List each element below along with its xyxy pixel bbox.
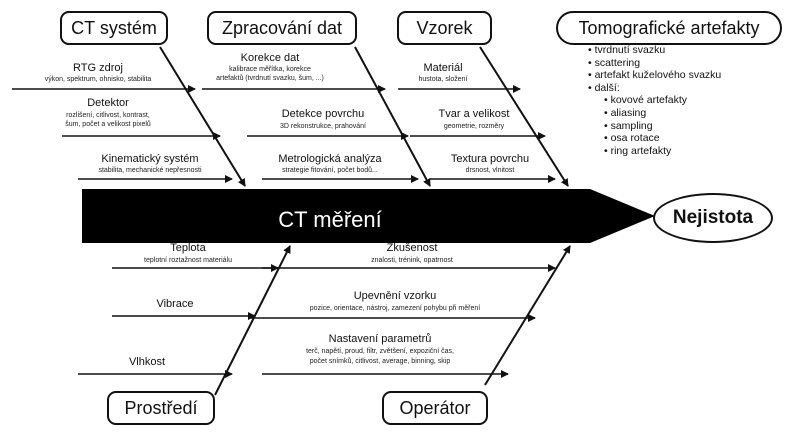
cause-title: Kinematický systém	[101, 153, 199, 165]
cause-title: RTG zdroj	[73, 62, 123, 74]
cause-detail: drsnost, vlnitost	[465, 167, 515, 174]
list-subitem: • aliasing	[604, 106, 647, 119]
artifacts-list: • tvrdnutí svazku • scattering • artefak…	[588, 44, 721, 157]
cause-title: Detekce povrchu	[281, 108, 365, 120]
cause-detail: rozlišení, citlivost, kontrast,	[66, 112, 150, 119]
cause-detail: 3D rekonstrukce, prahování	[280, 123, 366, 130]
list-item: • scattering	[588, 56, 641, 69]
cause-detail: počet snímků, citlivost, average, binnin…	[309, 358, 451, 365]
cause-detail: strategie fitování, počet bodů...	[282, 167, 378, 174]
effect-uncertainty: Nejistota	[653, 193, 773, 243]
branch-line-ct-system	[159, 46, 246, 187]
cause-detail: teplotní roztažnost materiálu	[144, 257, 232, 264]
cause-title: Nastavení parametrů	[328, 333, 432, 345]
cause-title: Teplota	[170, 242, 206, 254]
cause-detail: pozice, orientace, nástroj, zamezení poh…	[309, 305, 481, 312]
branch-line-sample	[479, 46, 569, 187]
cause-title: Metrologická analýza	[278, 153, 382, 165]
cause-detail: hustota, složení	[418, 76, 468, 83]
category-artifacts: Tomografické artefakty	[556, 11, 782, 45]
cause-detail: stabilita, mechanické nepřesnosti	[98, 167, 202, 174]
list-subitem: • osa rotace	[604, 132, 660, 145]
cause-title: Zkušenost	[386, 242, 438, 254]
category-data-processing: Zpracování dat	[207, 11, 357, 45]
cause-title: Upevnění vzorku	[353, 290, 437, 302]
list-subitem: • ring artefakty	[604, 144, 672, 157]
cause-title: Textura povrchu	[450, 153, 530, 165]
cause-detail: terč, napětí, proud, filtr, zvětšení, ex…	[306, 348, 454, 355]
branch-line-operator	[484, 245, 571, 386]
cause-detail: artefaktů (tvrdnutí svazku, šum, ...)	[216, 75, 324, 82]
spine-arrow	[82, 189, 655, 243]
cause-title: Detektor	[87, 97, 129, 109]
cause-detail: kalibrace měřítka, korekce	[229, 66, 311, 73]
category-ct-system: CT systém	[60, 11, 168, 45]
cause-detail: znalosti, trénink, opatrnost	[371, 257, 453, 264]
category-sample: Vzorek	[397, 11, 492, 45]
cause-title: Materiál	[423, 62, 463, 74]
list-subitem: • kovové artefakty	[604, 94, 688, 107]
cause-detail: šum, počet a velikost pixelů	[65, 121, 151, 128]
cause-title: Korekce dat	[240, 52, 300, 64]
cause-title: Tvar a velikost	[438, 108, 510, 120]
list-subitem: • sampling	[604, 119, 653, 132]
category-operator: Operátor	[382, 391, 488, 425]
cause-detail: geometrie, rozměry	[443, 123, 505, 130]
list-item: • tvrdnutí svazku	[588, 44, 666, 56]
effect-label: Nejistota	[672, 207, 754, 228]
cause-detail: výkon, spektrum, ohnisko, stabilita	[44, 76, 152, 83]
cause-title: Vlhkost	[128, 356, 166, 368]
cause-title: Vibrace	[156, 298, 194, 310]
branch-line-data-processing	[354, 46, 431, 187]
list-item: • další:	[588, 81, 620, 94]
spine-label: CT měření	[278, 207, 382, 232]
list-item: • artefakt kuželového svazku	[588, 69, 722, 82]
category-environment: Prostředí	[107, 391, 215, 425]
